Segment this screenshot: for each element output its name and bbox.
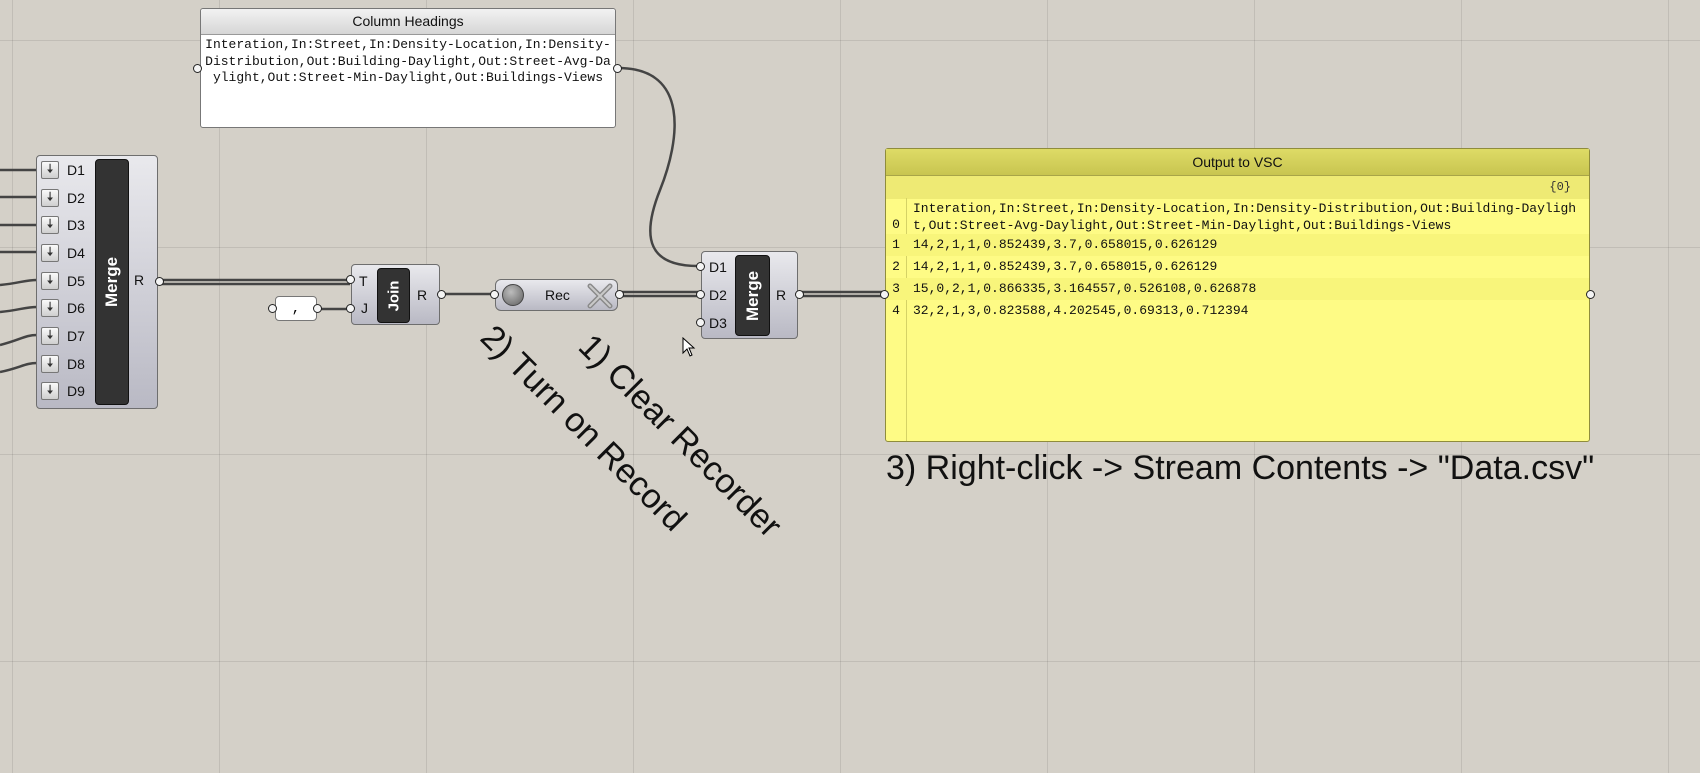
recorder-output-grip[interactable]	[615, 290, 624, 299]
arrow-down-icon[interactable]: 🠇	[41, 161, 59, 179]
merge-right-input-d3[interactable]: D3	[709, 315, 727, 331]
input-label: D6	[67, 300, 85, 316]
merge-right-name-bar: Merge	[735, 255, 770, 336]
arrow-down-icon[interactable]: 🠇	[41, 244, 59, 262]
record-toggle-button[interactable]	[502, 284, 524, 306]
join-input-j-grip[interactable]	[346, 304, 355, 313]
row-value: Interation,In:Street,In:Density-Location…	[913, 201, 1577, 233]
panel-output-grip[interactable]	[613, 64, 622, 73]
input-label: D7	[67, 328, 85, 344]
join-input-j[interactable]: J	[361, 300, 368, 316]
recorder-component[interactable]: Rec	[495, 279, 618, 311]
list-item: 3 15,0,2,1,0.866335,3.164557,0.526108,0.…	[886, 278, 1589, 300]
row-value: 15,0,2,1,0.866335,3.164557,0.526108,0.62…	[913, 281, 1257, 296]
panel-input-grip[interactable]	[193, 64, 202, 73]
panel-title: Column Headings	[201, 9, 615, 35]
merge-name-bar: Merge	[95, 159, 129, 405]
merge-input-d2[interactable]: 🠇 D2	[37, 189, 97, 207]
row-value: 14,2,1,1,0.852439,3.7,0.658015,0.626129	[913, 237, 1218, 252]
close-icon	[587, 283, 613, 309]
panel-text: Interation,In:Street,In:Density-Location…	[205, 37, 611, 85]
arrow-down-icon[interactable]: 🠇	[41, 382, 59, 400]
output-panel-input-grip[interactable]	[880, 290, 889, 299]
arrow-down-icon[interactable]: 🠇	[41, 299, 59, 317]
merge-right-input-d1[interactable]: D1	[709, 259, 727, 275]
merge-right-output-label: R	[776, 287, 787, 303]
join-output-label: R	[417, 287, 428, 303]
arrow-down-icon[interactable]: 🠇	[41, 216, 59, 234]
join-output-grip[interactable]	[437, 290, 446, 299]
clear-recorder-button[interactable]	[587, 283, 613, 309]
list-item: 2 14,2,1,1,0.852439,3.7,0.658015,0.62612…	[886, 256, 1589, 278]
merge-component-left[interactable]: 🠇 D1 🠇 D2 🠇 D3 🠇 D4 🠇 D5 🠇 D6 🠇 D7 🠇 D8 …	[36, 155, 158, 409]
separator-panel[interactable]: ,	[275, 296, 317, 321]
merge-right-d2-grip[interactable]	[696, 290, 705, 299]
merge-input-d9[interactable]: 🠇 D9	[37, 382, 97, 400]
column-headings-panel[interactable]: Column Headings Interation,In:Street,In:…	[200, 8, 616, 128]
mouse-cursor-icon	[682, 337, 696, 357]
list-item: 4 32,2,1,3,0.823588,4.202545,0.69313,0.7…	[886, 300, 1589, 322]
join-input-t-grip[interactable]	[346, 275, 355, 284]
list-item: 0 Interation,In:Street,In:Density-Locati…	[886, 199, 1589, 234]
input-label: D2	[67, 190, 85, 206]
merge-input-d3[interactable]: 🠇 D3	[37, 216, 97, 234]
row-index: 3	[892, 281, 900, 296]
merge-left-output-grip[interactable]	[155, 277, 164, 286]
row-value: 14,2,1,1,0.852439,3.7,0.658015,0.626129	[913, 259, 1218, 274]
join-component[interactable]: T J Join R	[351, 264, 440, 325]
row-index: 0	[892, 217, 900, 232]
merge-right-output-grip[interactable]	[795, 290, 804, 299]
join-input-t[interactable]: T	[359, 273, 368, 289]
merge-right-input-d2[interactable]: D2	[709, 287, 727, 303]
wire-headings-to-merge	[617, 66, 699, 268]
list-item: 1 14,2,1,1,0.852439,3.7,0.658015,0.62612…	[886, 234, 1589, 256]
input-label: D4	[67, 245, 85, 261]
recorder-label: Rec	[545, 287, 570, 303]
input-label: D3	[67, 217, 85, 233]
recorder-input-grip[interactable]	[490, 290, 499, 299]
merge-input-d1[interactable]: 🠇 D1	[37, 161, 97, 179]
output-panel-title: Output to VSC	[886, 149, 1589, 176]
input-label: D5	[67, 273, 85, 289]
row-index: 1	[892, 237, 900, 252]
merge-right-d1-grip[interactable]	[696, 262, 705, 271]
row-index: 2	[892, 259, 900, 274]
output-panel[interactable]: Output to VSC {0} 0 Interation,In:Street…	[885, 148, 1590, 442]
arrow-down-icon[interactable]: 🠇	[41, 272, 59, 290]
arrow-down-icon[interactable]: 🠇	[41, 355, 59, 373]
merge-input-d8[interactable]: 🠇 D8	[37, 355, 97, 373]
wire-in-d5	[0, 278, 38, 287]
merge-component-right[interactable]: D1 D2 D3 Merge R	[701, 251, 798, 339]
arrow-down-icon[interactable]: 🠇	[41, 327, 59, 345]
row-value: 32,2,1,3,0.823588,4.202545,0.69313,0.712…	[913, 303, 1249, 318]
merge-input-d6[interactable]: 🠇 D6	[37, 299, 97, 317]
input-label: D9	[67, 383, 85, 399]
input-label: D8	[67, 356, 85, 372]
annotation-stream-contents: 3) Right-click -> Stream Contents -> "Da…	[886, 449, 1595, 487]
wire-in-d8	[0, 361, 38, 374]
separator-input-grip[interactable]	[268, 304, 277, 313]
merge-output-label: R	[134, 272, 145, 288]
merge-input-d7[interactable]: 🠇 D7	[37, 327, 97, 345]
merge-right-label: Merge	[742, 270, 762, 321]
separator-value: ,	[291, 301, 301, 317]
wire-in-d6	[0, 305, 38, 314]
merge-input-d5[interactable]: 🠇 D5	[37, 272, 97, 290]
merge-label: Merge	[102, 256, 121, 308]
row-index: 4	[892, 303, 900, 318]
join-label: Join	[385, 280, 402, 311]
input-label: D1	[67, 162, 85, 178]
arrow-down-icon[interactable]: 🠇	[41, 189, 59, 207]
merge-input-d4[interactable]: 🠇 D4	[37, 244, 97, 262]
join-name-bar: Join	[377, 268, 410, 323]
data-path-label: {0}	[886, 176, 1589, 199]
index-column-divider	[906, 198, 907, 441]
separator-output-grip[interactable]	[313, 304, 322, 313]
output-panel-output-grip[interactable]	[1586, 290, 1595, 299]
merge-right-d3-grip[interactable]	[696, 318, 705, 327]
wire-in-d7	[0, 333, 38, 347]
